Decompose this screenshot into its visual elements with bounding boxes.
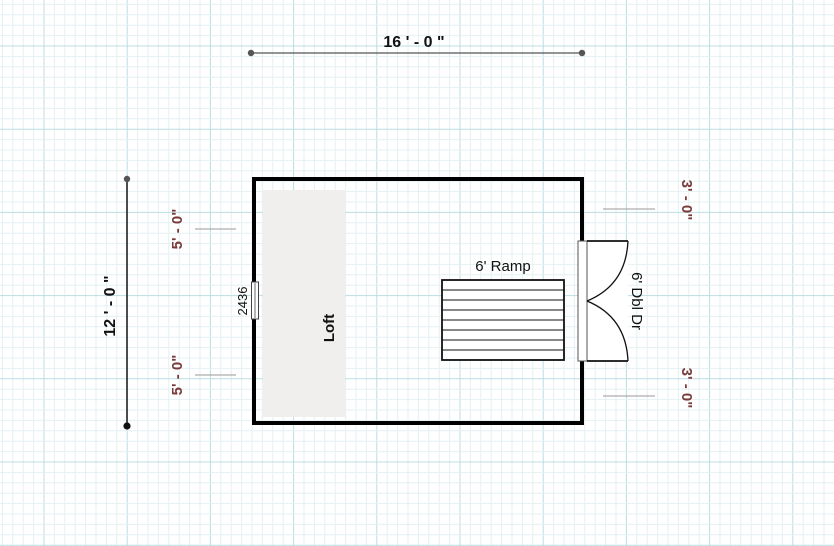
width-dimension[interactable]: 16 ' - 0 " [247, 34, 586, 57]
loft-label: Loft [321, 314, 338, 342]
height-dimension[interactable]: 12 ' - 0 " [102, 175, 131, 430]
width-dimension-label: 16 ' - 0 " [383, 34, 444, 51]
right-upper-dimension[interactable]: 3' - 0" [603, 180, 695, 221]
ramp[interactable] [441, 279, 565, 361]
ramp-label: 6' Ramp [475, 258, 530, 275]
right-upper-dimension-label: 3' - 0" [678, 180, 695, 221]
left-upper-dimension-label: 5' - 0" [169, 209, 186, 250]
right-lower-dimension-label: 3' - 0" [678, 368, 695, 409]
left-lower-dimension-label: 5' - 0" [169, 355, 186, 396]
door-label: 6' Dbl Dr [628, 272, 645, 330]
left-lower-dimension[interactable]: 5' - 0" [169, 355, 236, 396]
loft-area[interactable] [263, 190, 345, 417]
left-upper-dimension[interactable]: 5' - 0" [169, 209, 236, 250]
right-lower-dimension[interactable]: 3' - 0" [603, 368, 695, 409]
window-label: 2436 [235, 287, 250, 316]
double-door[interactable] [577, 240, 629, 362]
height-dimension-label: 12 ' - 0 " [102, 275, 119, 336]
